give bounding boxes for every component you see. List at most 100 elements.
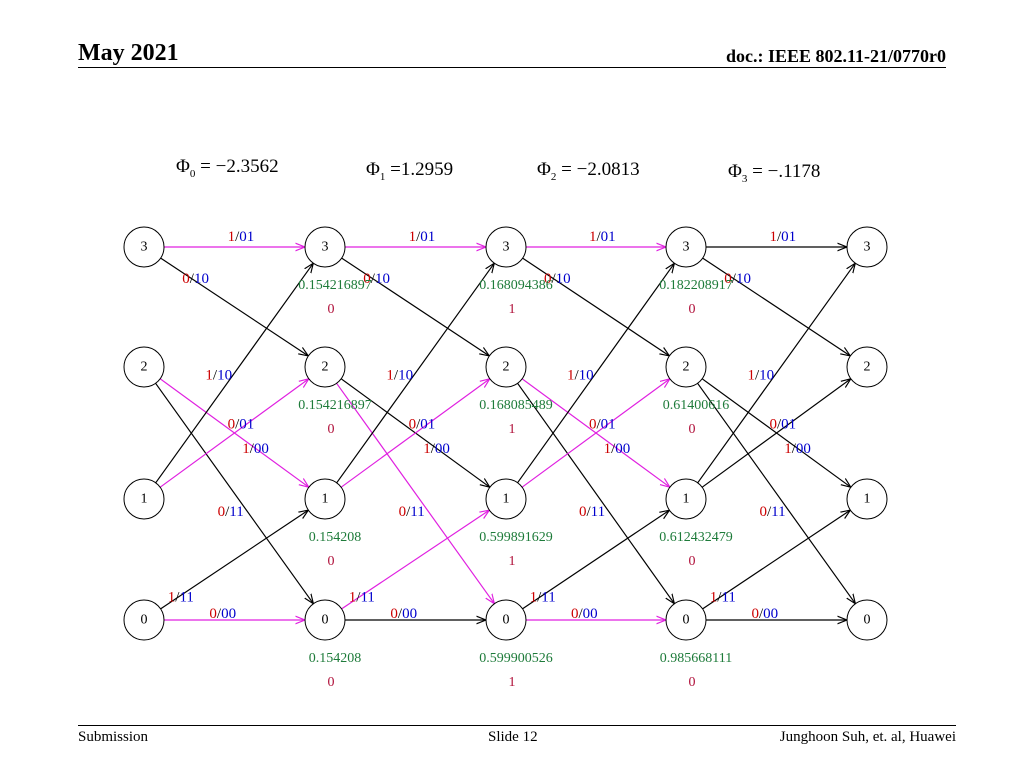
node-s1-state-3: 3 [304,226,346,268]
edge-label-s3-1-2: 0/01 [770,416,797,432]
edge-s2-1-to-3 [517,263,675,484]
edge-label-s1-0-1: 1/11 [349,589,375,605]
edge-s1-2-to-0 [336,382,495,603]
node-label: 0 [322,613,329,628]
trellis-edges [155,247,856,620]
node-s0-state-2: 2 [123,346,165,388]
edge-label-s2-3-3: 1/01 [589,229,616,245]
node-s2-state-0: 0 [485,599,527,641]
path-metric-s3-3: 0.182208917 [659,278,733,293]
edge-label-s2-1-3: 1/10 [567,368,594,384]
node-s2-state-1: 1 [485,478,527,520]
phase-label-3: Φ3 = −.1178 [728,161,820,185]
edge-label-s3-0-1: 1/11 [710,589,736,605]
survivor-bit-s3-2: 0 [689,422,696,437]
node-s0-state-3: 3 [123,226,165,268]
edge-label-s1-1-2: 0/01 [409,416,436,432]
path-metric-s1-3: 0.154216897 [298,278,372,293]
node-label: 0 [683,613,690,628]
edge-label-s2-0-0: 0/00 [571,606,598,622]
node-s4-state-2: 2 [846,346,888,388]
node-label: 2 [141,360,148,375]
edge-label-s0-2-1: 1/00 [242,441,269,457]
node-label: 2 [503,360,510,375]
edge-s0-1-to-2 [159,379,309,488]
node-s4-state-3: 3 [846,226,888,268]
path-metric-s1-0: 0.154208 [309,651,362,666]
edge-label-s0-2-0: 0/11 [218,504,244,520]
edge-s3-0-to-1 [702,510,851,610]
edge-label-s2-2-1: 1/00 [604,441,631,457]
node-s1-state-1: 1 [304,478,346,520]
node-label: 3 [141,240,148,255]
node-label: 1 [141,492,148,507]
header-rule [78,67,946,68]
edge-s3-3-to-2 [702,257,851,356]
edge-s3-2-to-0 [697,382,856,603]
phase-label-1: Φ1 =1.2959 [366,159,453,183]
edge-label-s3-3-2: 0/10 [724,271,751,287]
edge-label-s3-2-0: 0/11 [760,504,786,520]
edge-s3-1-to-3 [697,263,856,484]
path-metric-s2-2: 0.168085489 [479,398,553,413]
edge-label-s0-1-3: 1/10 [205,368,232,384]
path-metric-s1-2: 0.154216897 [298,398,372,413]
node-label: 1 [322,492,329,507]
node-label: 0 [864,613,871,628]
survivor-bit-s3-0: 0 [689,675,696,690]
node-s3-state-1: 1 [665,478,707,520]
edge-s2-2-to-0 [517,382,675,603]
edge-s1-1-to-3 [336,263,495,484]
edge-s0-0-to-1 [160,510,309,610]
survivor-bit-s1-1: 0 [328,554,335,569]
node-s3-state-2: 2 [665,346,707,388]
edge-label-s3-0-0: 0/00 [752,606,779,622]
edge-s1-3-to-2 [341,257,490,356]
edge-label-s1-0-0: 0/00 [390,606,417,622]
edge-label-s1-1-3: 1/10 [386,368,413,384]
node-s2-state-3: 3 [485,226,527,268]
path-metric-s1-1: 0.154208 [309,530,362,545]
survivor-bit-s2-1: 1 [509,554,516,569]
edge-label-s1-3-2: 0/10 [363,271,390,287]
footer-authors: Junghoon Suh, et. al, Huawei [779,729,956,745]
path-metric-s2-3: 0.168094386 [479,278,553,293]
node-label: 1 [683,492,690,507]
node-label: 0 [503,613,510,628]
node-annotations: 0.154216897 0 0.154216897 0 0.154208 0 0.15420… [298,278,733,690]
edge-s2-1-to-2 [521,379,670,488]
header-doc-id: doc.: IEEE 802.11-21/0770r0 [725,46,946,66]
path-metric-s3-1: 0.612432479 [659,530,733,545]
edge-label-s2-2-0: 0/11 [579,504,605,520]
edge-label-s0-0-1: 1/11 [168,589,194,605]
survivor-bit-s2-0: 1 [509,675,516,690]
node-s2-state-2: 2 [485,346,527,388]
phase-label-0: Φ0 = −2.3562 [176,156,279,180]
edge-label-s3-3-3: 1/01 [770,229,797,245]
path-metric-s2-1: 0.599891629 [479,530,553,545]
node-s0-state-1: 1 [123,478,165,520]
node-s4-state-0: 0 [846,599,888,641]
survivor-bit-s1-2: 0 [328,422,335,437]
footer-submission: Submission [78,729,149,745]
node-label: 1 [864,492,871,507]
node-label: 2 [683,360,690,375]
edge-s3-1-to-2 [701,379,851,488]
node-s3-state-3: 3 [665,226,707,268]
survivor-bit-s2-3: 1 [509,302,516,317]
edge-label-s0-1-2: 0/01 [228,416,255,432]
node-label: 3 [503,240,510,255]
edge-label-s0-0-0: 0/00 [209,606,236,622]
edge-label-s0-3-2: 0/10 [182,271,209,287]
path-metric-s2-0: 0.599900526 [479,651,553,666]
footer-rule [78,725,956,726]
edge-label-s2-0-1: 1/11 [530,589,556,605]
path-metric-s3-0: 0.985668111 [660,651,732,666]
survivor-bit-s1-0: 0 [328,675,335,690]
path-metric-s3-2: 0.61400616 [663,398,730,413]
node-label: 2 [864,360,871,375]
edge-s1-0-to-1 [341,510,490,610]
